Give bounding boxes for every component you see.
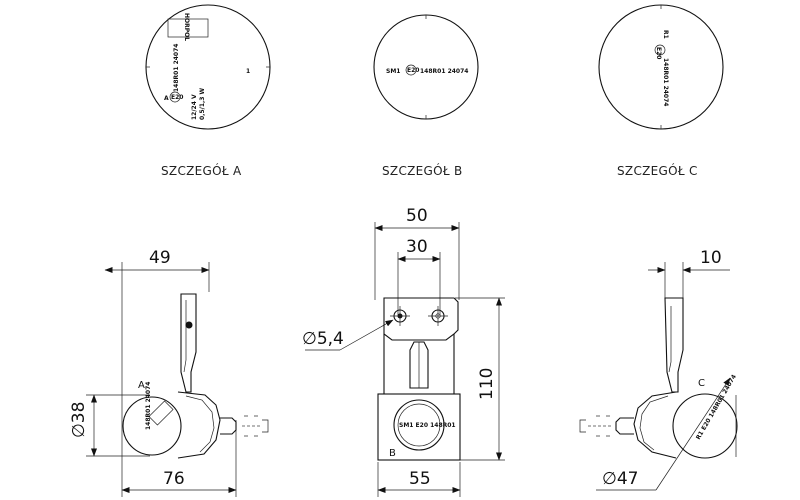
detail-a: HORPOL 148R01 24074 E20 A 12/24 V 0,5/1,… bbox=[145, 4, 271, 178]
e-mark-c bbox=[654, 44, 666, 56]
dim-front-height: 110 bbox=[477, 368, 497, 400]
e-mark-text-a: E20 bbox=[171, 94, 183, 101]
dim-front-outer: 50 bbox=[406, 206, 428, 226]
caption-detail-a: SZCZEGÓŁ A bbox=[161, 163, 242, 178]
brand-logo-a: HORPOL bbox=[167, 13, 209, 41]
e-mark-a bbox=[169, 91, 181, 103]
dim-side-left-top: 49 bbox=[149, 248, 171, 268]
brand-text-a: HORPOL bbox=[183, 13, 190, 41]
detail-label-b: B bbox=[389, 448, 396, 459]
detail-label-a: A bbox=[138, 380, 145, 391]
side-view-left: 49 76 ∅38 148R01 24074 A bbox=[69, 248, 269, 497]
dim-front-bottom: 55 bbox=[409, 469, 431, 489]
e-mark-text-b: E20 bbox=[407, 67, 419, 74]
index-text-a: 1 bbox=[246, 68, 250, 75]
lens-prefix-a: A bbox=[164, 95, 169, 102]
detail-label-c: C bbox=[698, 378, 705, 389]
approval-text-c: 148R01 24074 bbox=[662, 58, 669, 106]
side-view-right: 10 ∅47 R1 E20 148R01 24074 C bbox=[579, 248, 738, 491]
voltage-text-a: 12/24 V bbox=[191, 94, 198, 120]
svg-text:SM1 E20 148R01: SM1 E20 148R01 bbox=[399, 422, 456, 429]
caption-detail-c: SZCZEGÓŁ C bbox=[617, 163, 698, 178]
approval-text-a: 148R01 24074 bbox=[173, 44, 180, 92]
prefix-text-c: R1 bbox=[662, 30, 669, 39]
caption-detail-b: SZCZEGÓŁ B bbox=[382, 163, 463, 178]
front-view: 50 30 110 55 ∅5,4 bbox=[302, 206, 505, 497]
dim-side-right-diameter: ∅47 bbox=[602, 469, 638, 489]
detail-c: R1 148R01 24074 E20 SZCZEGÓŁ C bbox=[598, 4, 724, 178]
e-mark-text-c: E20 bbox=[655, 47, 662, 59]
detail-b: SM1 E20 148R01 24074 SZCZEGÓŁ B bbox=[373, 14, 479, 178]
dim-side-left-diameter: ∅38 bbox=[69, 402, 89, 438]
dim-front-hole: ∅5,4 bbox=[302, 329, 344, 349]
dim-side-left-bottom: 76 bbox=[163, 469, 185, 489]
e-mark-b bbox=[405, 64, 417, 76]
dim-side-right-top: 10 bbox=[700, 248, 722, 268]
dim-front-inner: 30 bbox=[406, 237, 428, 257]
prefix-text-b: SM1 bbox=[386, 68, 400, 75]
power-text-a: 0,5/1,3 W bbox=[199, 87, 206, 120]
svg-text:148R01 24074: 148R01 24074 bbox=[145, 382, 152, 430]
approval-text-b: 148R01 24074 bbox=[420, 68, 468, 75]
